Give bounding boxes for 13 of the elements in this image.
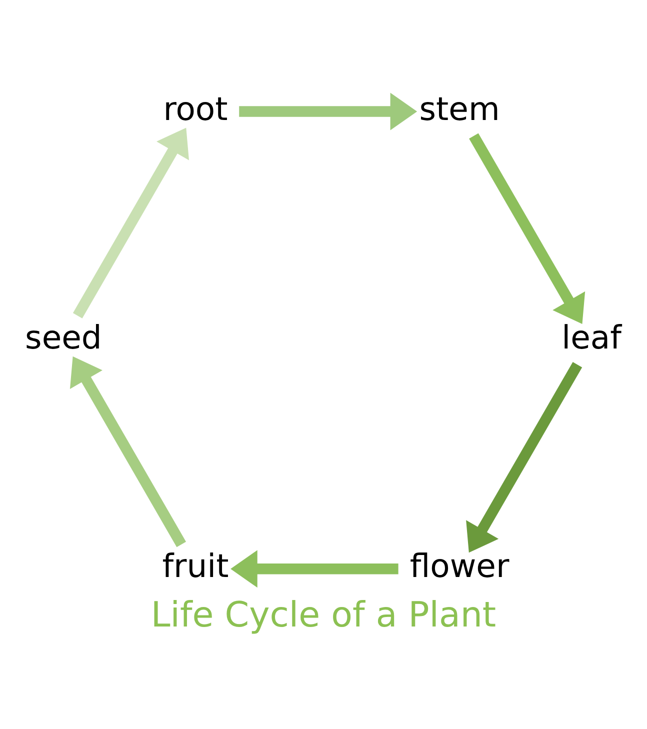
node-text: flower: [410, 546, 510, 585]
diagram-title: Life Cycle of a Plant: [150, 594, 496, 635]
node-text: seed: [25, 318, 102, 356]
arrow: [469, 132, 586, 324]
arrow: [239, 92, 418, 130]
node-text: stem: [419, 89, 500, 128]
node-text: leaf: [562, 318, 622, 356]
node-text: root: [163, 89, 228, 128]
arrow: [466, 361, 582, 552]
arrow: [230, 550, 398, 588]
arrow: [72, 127, 189, 318]
arrow: [70, 356, 186, 547]
node-text: fruit: [162, 546, 229, 585]
